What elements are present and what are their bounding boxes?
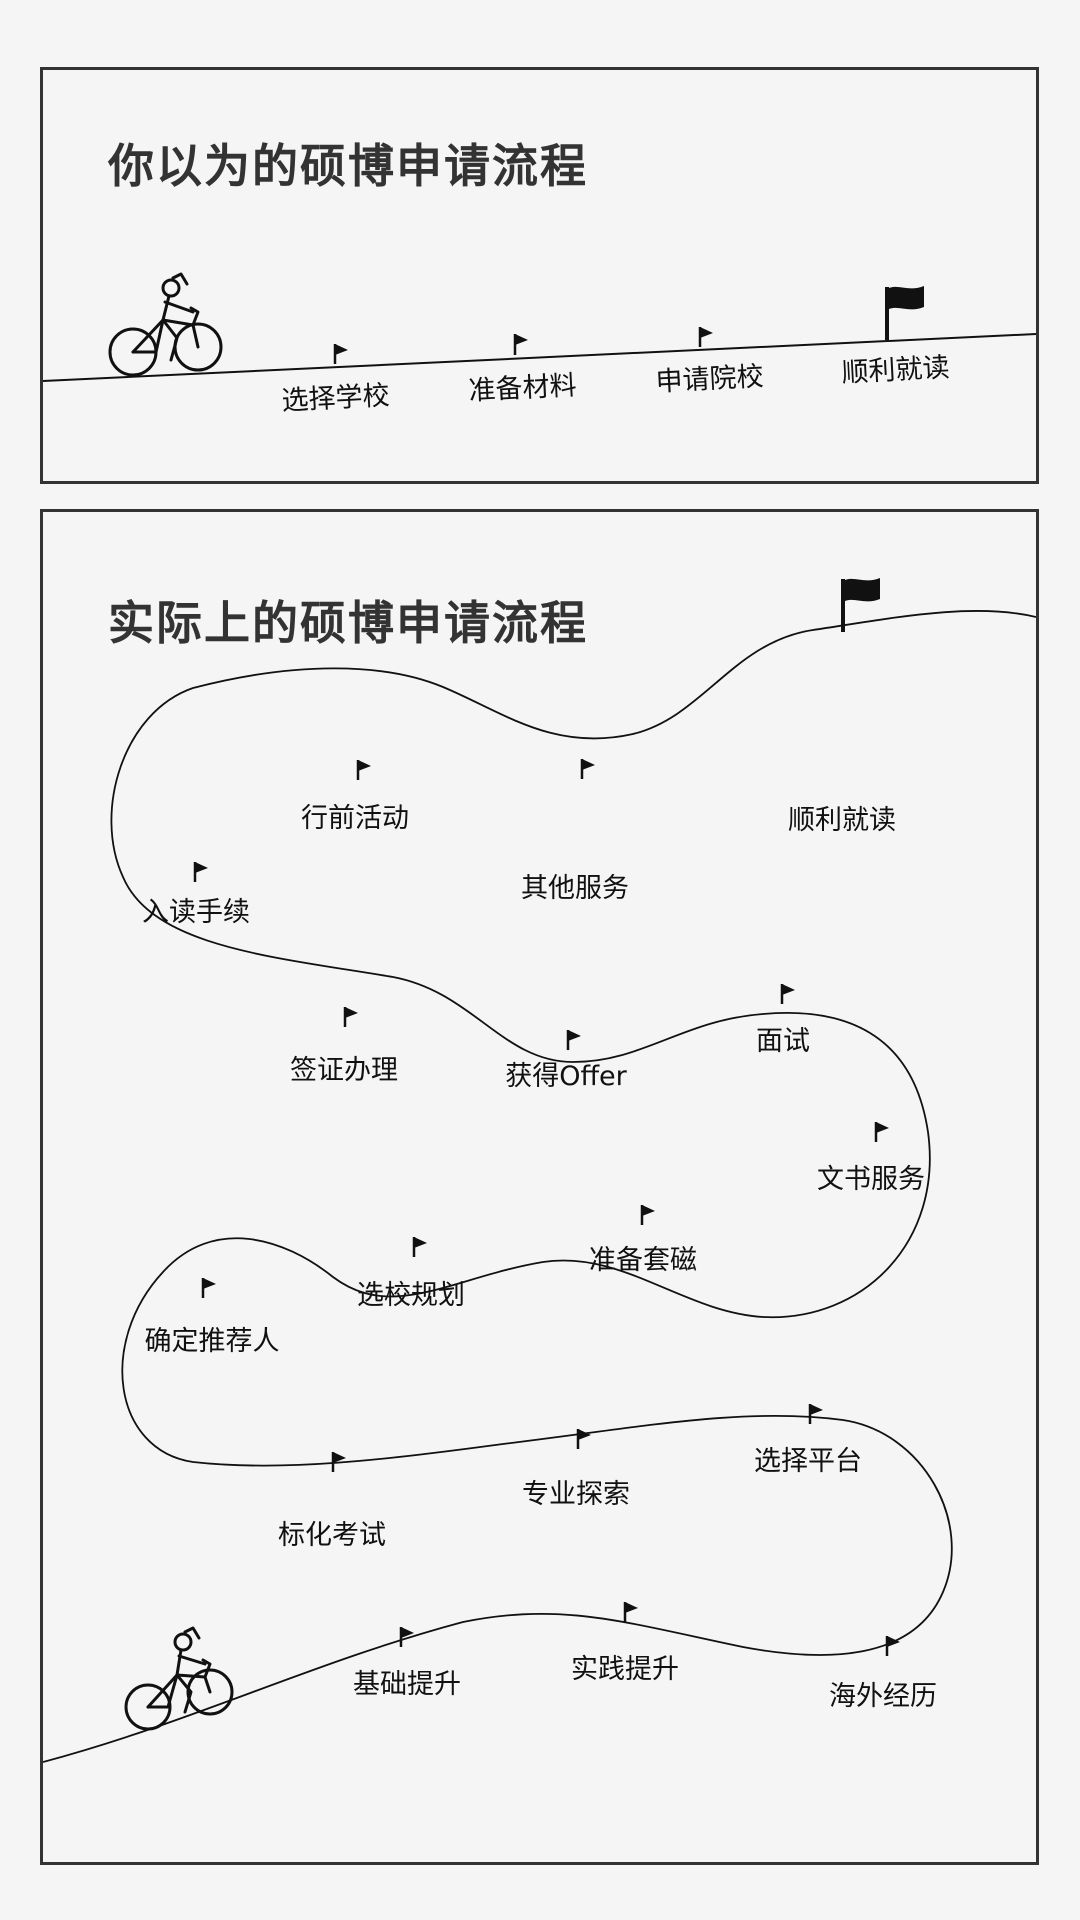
flag-icon (566, 1030, 581, 1050)
milestone-label: 选择平台 (754, 1446, 862, 1477)
milestone-label: 文书服务 (817, 1164, 925, 1195)
flag-icon (698, 327, 713, 347)
milestone-label: 顺利就读 (841, 352, 950, 389)
expected-process-title: 你以为的硕博申请流程 (108, 139, 588, 193)
flag-icon (333, 344, 348, 364)
flag-icon (580, 759, 595, 779)
milestone-label: 顺利就读 (788, 805, 896, 836)
cyclist-icon (124, 1626, 234, 1731)
finish-flag-icon (885, 286, 924, 340)
milestone-label: 申请院校 (655, 361, 764, 398)
flag-icon (780, 984, 795, 1004)
actual-process-panel: 实际上的硕博申请流程 (40, 509, 1039, 1865)
flag-icon (808, 1404, 823, 1424)
flag-icon (343, 1007, 358, 1027)
finish-flag-icon (841, 578, 880, 632)
flag-icon (623, 1602, 638, 1622)
milestone-label: 准备套磁 (589, 1245, 697, 1276)
flag-icon (513, 334, 528, 355)
milestone-label: 专业探索 (522, 1479, 630, 1510)
milestone-label: 获得Offer (505, 1061, 627, 1092)
flag-icon (576, 1429, 591, 1449)
expected-process-panel: 你以为的硕博申请流程 选择学校 (40, 67, 1039, 484)
straight-road-line (43, 333, 1036, 382)
milestone-label: 面试 (756, 1026, 810, 1057)
milestone-label: 选校规划 (357, 1280, 465, 1311)
flag-icon (193, 862, 208, 882)
milestone-label: 行前活动 (301, 803, 409, 834)
milestone-label: 确定推荐人 (145, 1326, 280, 1357)
milestone-label: 入读手续 (142, 897, 250, 928)
cyclist-icon (108, 272, 223, 377)
milestone-label: 海外经历 (829, 1681, 937, 1712)
expected-process-scene: 选择学校 准备材料 申请院校 顺利就读 (43, 272, 1036, 417)
milestone-label: 准备材料 (468, 370, 577, 407)
milestone-label: 实践提升 (571, 1654, 679, 1685)
actual-process-title: 实际上的硕博申请流程 (108, 596, 588, 650)
flag-icon (640, 1205, 655, 1225)
milestone-label: 选择学校 (281, 380, 390, 417)
milestone-label: 其他服务 (521, 873, 629, 904)
flag-icon (201, 1278, 216, 1298)
milestone-label: 标化考试 (278, 1520, 386, 1551)
flag-icon (356, 760, 371, 780)
winding-road-line (43, 610, 1036, 1763)
flag-icon (331, 1452, 346, 1472)
milestone-label: 基础提升 (353, 1669, 461, 1700)
actual-process-scene: 基础提升 实践提升 海外经历 选择平台 专业探索 标化考试 确定推荐人 选校规划… (43, 578, 1036, 1763)
flag-icon (399, 1627, 414, 1647)
flag-icon (412, 1237, 427, 1257)
flag-icon (874, 1122, 889, 1142)
flag-icon (885, 1636, 900, 1656)
milestone-label: 签证办理 (290, 1055, 398, 1086)
